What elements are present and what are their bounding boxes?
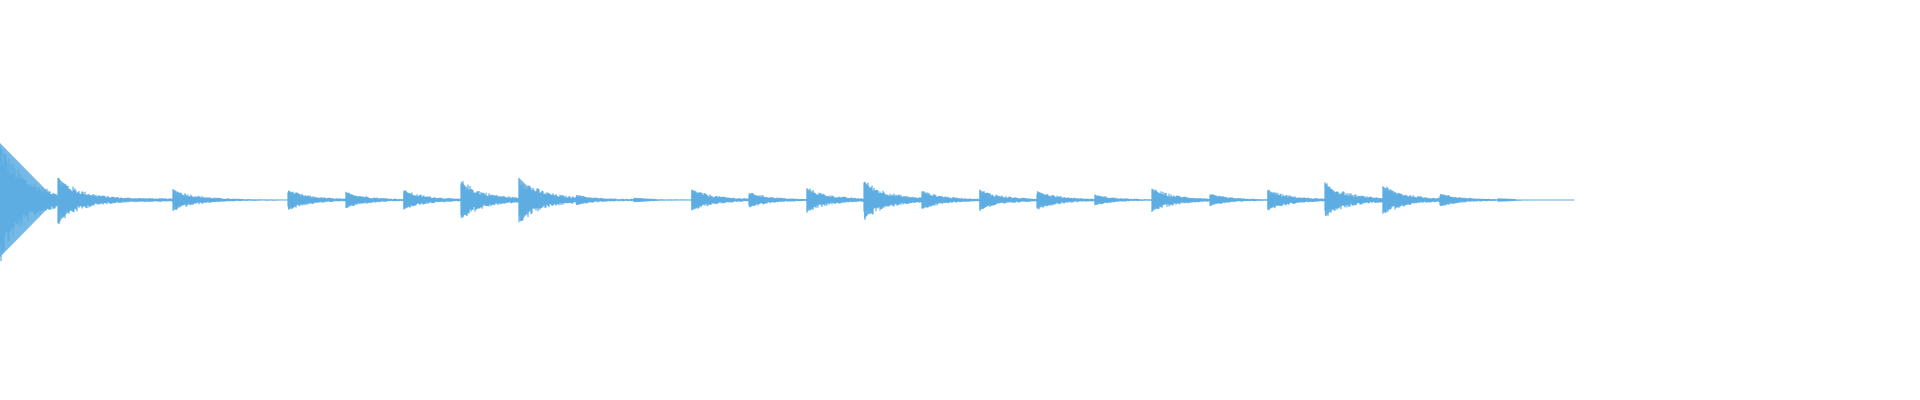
waveform-onset-17: [1036, 190, 1055, 210]
waveform-onset-9: [576, 194, 594, 206]
waveform-onset-12: [748, 192, 767, 208]
waveform-onset-25: [1497, 198, 1516, 202]
waveform-onset-4: [288, 190, 306, 210]
waveform-onset-8: [518, 177, 541, 223]
waveform-onset-23: [1382, 185, 1401, 215]
waveform-onset-10: [633, 197, 652, 203]
waveform-onset-3: [172, 189, 191, 211]
waveform-onset-2: [57, 177, 80, 223]
waveform-onset-21: [1267, 189, 1286, 211]
waveform-onset-22: [1324, 183, 1343, 217]
waveform-samples: [0, 143, 1575, 262]
waveform-onset-20: [1209, 194, 1228, 206]
waveform-onset-16: [979, 189, 998, 211]
waveform-onset-14: [864, 181, 883, 219]
waveform-onset-6: [403, 190, 422, 210]
waveform-onset-19: [1152, 188, 1170, 212]
waveform-onset-13: [806, 188, 825, 212]
waveform-onset-24: [1440, 193, 1458, 207]
waveform-onset-5: [345, 192, 364, 208]
waveform-onset-15: [921, 190, 940, 210]
waveform-onset-18: [1094, 194, 1113, 206]
waveform-onset-7: [460, 181, 479, 219]
waveform-onset-1: [0, 143, 55, 257]
waveform-onset-11: [691, 189, 710, 211]
